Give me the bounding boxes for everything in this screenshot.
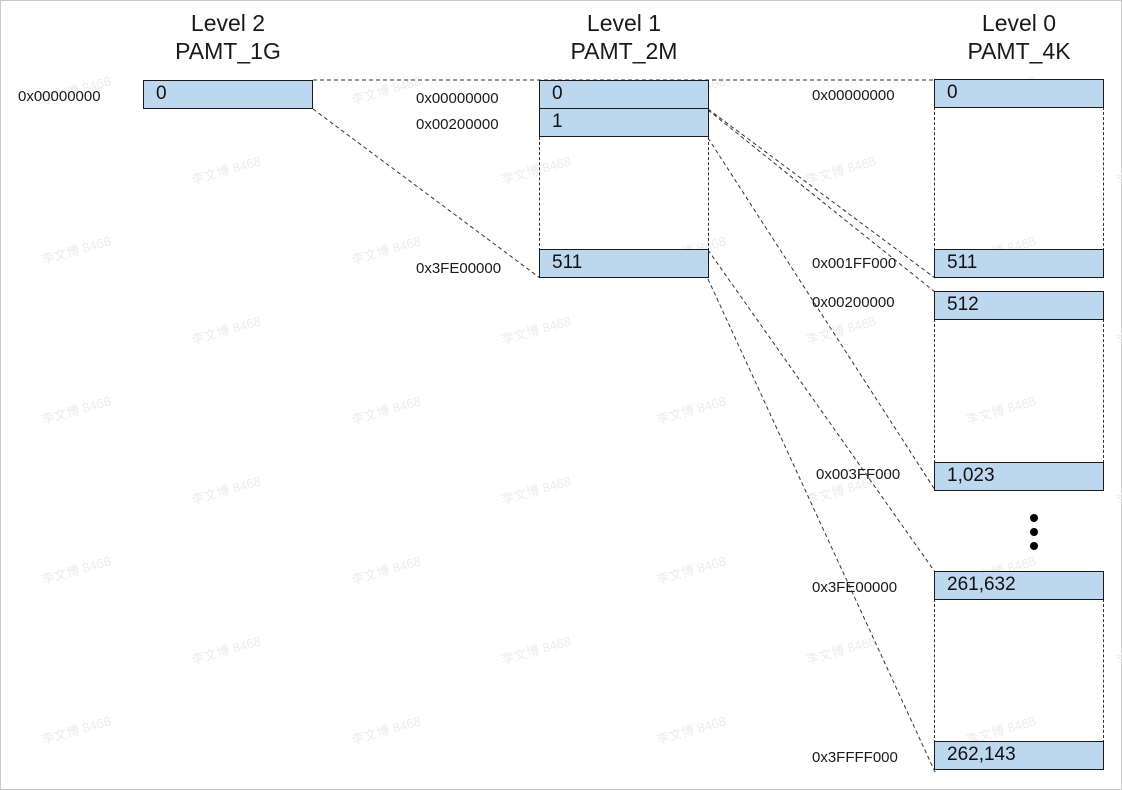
connector-l1-0-bottom: [707, 108, 936, 279]
address-label: 0x3FE00000: [812, 579, 898, 596]
address-label: 0x00000000: [812, 87, 895, 104]
level2-name: PAMT_1G: [175, 38, 281, 64]
address-label: 0x00000000: [416, 90, 499, 107]
ellipsis-icon: [1030, 514, 1038, 556]
address-label: 0x3FE00000: [416, 260, 502, 277]
level1-title: Level 1: [586, 10, 662, 36]
level0-title: Level 0: [981, 10, 1057, 36]
level1-header: Level 1 PAMT_2M: [534, 9, 714, 65]
address-label: 0x00000000: [18, 88, 101, 105]
level0-header: Level 0 PAMT_4K: [929, 9, 1109, 65]
pamt-4k-entry-511: 511: [934, 249, 1104, 278]
address-label: 0x001FF000: [812, 255, 897, 272]
address-label: 0x00200000: [416, 116, 499, 133]
level1-name: PAMT_2M: [570, 38, 678, 64]
pamt-2m-entry-0: 0: [539, 80, 709, 109]
address-label: 0x003FF000: [816, 466, 901, 483]
pamt-4k-entry-262143: 262,143: [934, 741, 1104, 770]
pamt-4k-gap-box: [934, 599, 1104, 743]
pamt-4k-entry-1023: 1,023: [934, 462, 1104, 491]
pamt-1g-entry-0: 0: [143, 80, 313, 109]
pamt-4k-entry-261632: 261,632: [934, 571, 1104, 600]
pamt-4k-gap-box: [934, 107, 1104, 251]
pamt-4k-entry-0: 0: [934, 79, 1104, 108]
pamt-2m-entry-1: 1: [539, 108, 709, 137]
pamt-2m-gap-box: [539, 137, 709, 251]
connector-l1-511-top: [707, 249, 936, 573]
connector-l2-bottom: [312, 108, 541, 279]
level2-title: Level 2: [190, 10, 266, 36]
address-label: 0x3FFFF000: [812, 749, 898, 766]
level2-header: Level 2 PAMT_1G: [138, 9, 318, 65]
address-label: 0x00200000: [812, 294, 895, 311]
level0-name: PAMT_4K: [967, 38, 1071, 64]
pamt-2m-entry-511: 511: [539, 249, 709, 278]
pamt-4k-gap-box: [934, 319, 1104, 463]
connector-l1-511-bottom: [707, 278, 936, 773]
connector-l1-1-bottom: [707, 137, 936, 491]
pamt-4k-entry-512: 512: [934, 291, 1104, 320]
